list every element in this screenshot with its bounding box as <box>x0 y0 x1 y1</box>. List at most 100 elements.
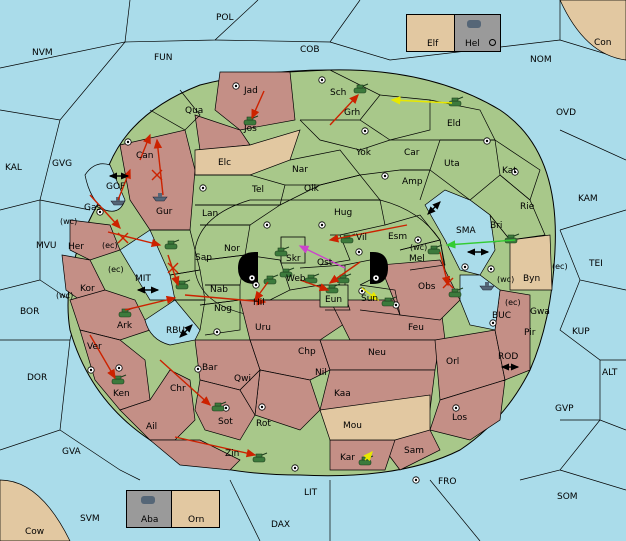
label-byn: Byn <box>523 274 540 284</box>
label-ost: Ost <box>317 258 333 268</box>
label-elc: Elc <box>218 158 231 168</box>
label-nom: NOM <box>530 55 552 65</box>
label-jos: Jos <box>243 124 257 134</box>
label-coast-ec-byn: (ec) <box>552 262 568 271</box>
label-gwa: Gwa <box>530 307 550 317</box>
red-territories <box>61 71 531 471</box>
label-rbu: RBU <box>166 326 185 336</box>
label-skr: Skr <box>286 254 301 264</box>
label-sch: Sch <box>330 88 346 98</box>
order-arrow <box>107 231 162 248</box>
label-cob: COB <box>300 45 320 55</box>
crossing-arrows <box>108 172 520 371</box>
order-arrow <box>299 279 330 292</box>
label-gvp: GVP <box>555 404 574 414</box>
label-sap: Sap <box>195 253 212 263</box>
order-arrow <box>254 281 269 302</box>
label-lit: LIT <box>304 488 318 498</box>
label-kar: Kar <box>340 453 355 463</box>
label-kor: Kor <box>80 284 95 294</box>
label-esm: Esm <box>388 232 407 242</box>
order-arrow <box>89 194 121 230</box>
label-coast-wc-kor: (wc) <box>56 291 73 300</box>
label-sma: SMA <box>456 226 476 236</box>
order-arrow <box>184 294 267 306</box>
label-fun: FUN <box>154 53 173 63</box>
label-nil: Nil <box>315 368 327 378</box>
label-coast-wc-gas: (wc) <box>60 217 77 226</box>
army-unit-icon <box>252 452 268 463</box>
label-bar: Bar <box>202 363 218 373</box>
label-nab: Nab <box>210 285 228 295</box>
army-unit-icon <box>353 83 369 94</box>
label-rot: Rot <box>256 419 271 429</box>
label-mel: Mel <box>409 254 425 264</box>
label-can: Can <box>136 151 154 161</box>
label-chr: Chr <box>170 384 186 394</box>
units <box>110 83 520 466</box>
label-jad: Jad <box>243 86 258 96</box>
label-gas: Gas <box>84 203 101 213</box>
label-mou: Mou <box>343 421 362 431</box>
label-tei: TEI <box>588 259 603 269</box>
label-nar: Nar <box>292 165 308 175</box>
order-arrow <box>174 436 257 458</box>
order-arrow <box>439 251 451 287</box>
army-unit-icon <box>279 267 295 278</box>
label-gof: GOF <box>106 182 125 192</box>
label-coast-wc-obs: (wc) <box>410 243 427 252</box>
label-chp: Chp <box>298 347 316 357</box>
label-los: Los <box>452 413 467 423</box>
label-alt: ALT <box>602 368 618 378</box>
order-arrow <box>361 287 380 301</box>
label-som: SOM <box>557 492 578 502</box>
label-rie: Rie <box>520 202 535 212</box>
sea-gof <box>84 163 126 212</box>
label-buc: BUC <box>492 311 511 321</box>
order-arrow <box>89 334 116 380</box>
order-arrow <box>139 133 151 161</box>
label-nog: Nog <box>214 304 232 314</box>
label-gur: Gur <box>156 207 173 217</box>
army-unit-icon <box>381 296 397 307</box>
label-uru: Uru <box>255 323 271 333</box>
label-gvg: GVG <box>52 159 72 169</box>
label-coast-ec-gof: (ec) <box>102 241 118 250</box>
label-grh: Grh <box>344 108 360 118</box>
label-kal: KAL <box>5 163 22 173</box>
label-nor: Nor <box>224 244 240 254</box>
label-fro: FRO <box>438 477 457 487</box>
label-olk: Olk <box>304 184 320 194</box>
label-ver: Ver <box>87 342 102 352</box>
label-amp: Amp <box>402 177 423 187</box>
label-qwi: Qwi <box>234 374 251 384</box>
label-sam: Sam <box>404 446 424 456</box>
army-unit-icon <box>274 246 290 257</box>
army-unit-icon <box>164 239 180 250</box>
label-neu: Neu <box>368 348 386 358</box>
label-eld: Eld <box>447 119 461 129</box>
label-kup: KUP <box>572 327 590 337</box>
fleet-unit-icon <box>479 282 495 291</box>
fleet-icon <box>141 496 155 504</box>
order-arrow <box>445 239 516 249</box>
order-arrow <box>159 359 212 406</box>
label-nvm: NVM <box>32 48 53 58</box>
label-kat: Kat <box>502 166 517 176</box>
label-orl: Orl <box>446 357 459 367</box>
label-cow: Cow <box>25 527 44 537</box>
label-ail: Ail <box>146 422 157 432</box>
label-yok: Yok <box>355 148 372 158</box>
supply-centres <box>87 76 519 484</box>
sea-sma <box>424 189 496 276</box>
inset-label-orn: Orn <box>188 515 205 525</box>
labels: POL FUN COB NVM NOM OVD KAL GVG KAM MVU … <box>5 13 618 537</box>
label-ovd: OVD <box>556 108 576 118</box>
order-arrow <box>251 90 265 120</box>
label-uta: Uta <box>444 159 460 169</box>
label-pir: Pir <box>524 328 536 338</box>
label-tel: Tel <box>251 185 264 195</box>
label-web: Web <box>286 274 306 284</box>
inset-label-hel: Hel <box>465 39 480 49</box>
label-ark: Ark <box>117 321 133 331</box>
